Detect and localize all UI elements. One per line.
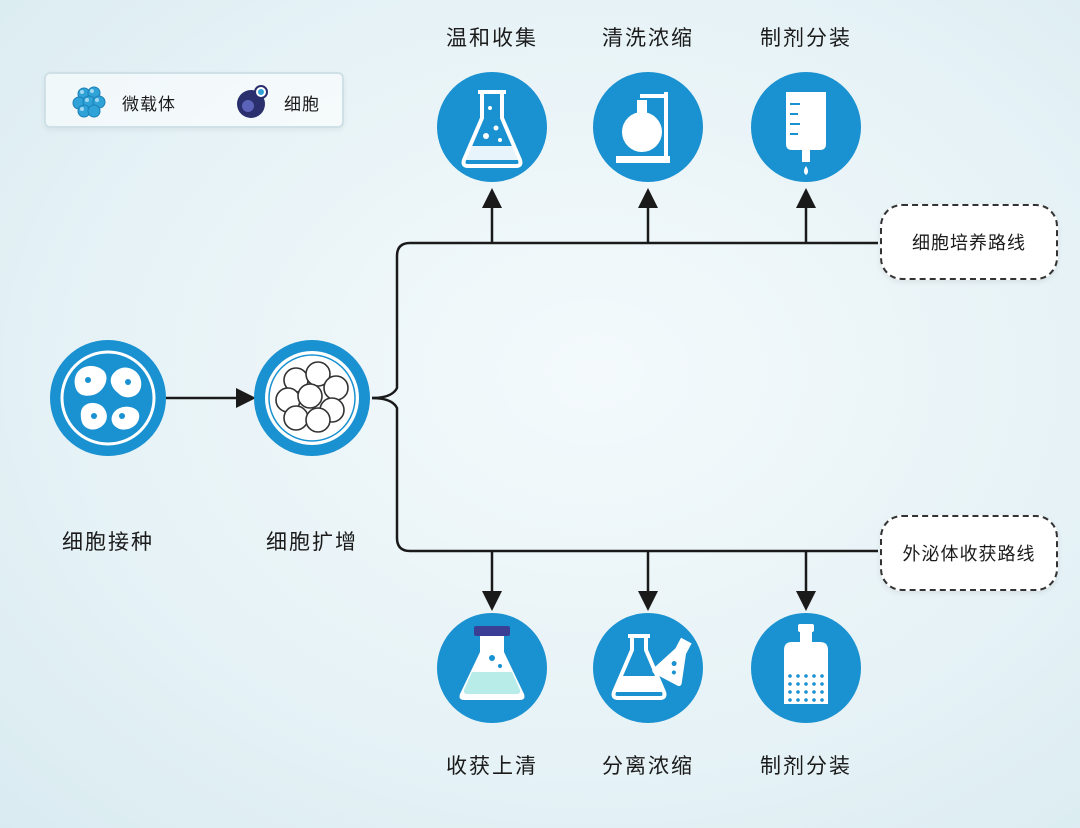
route-tag-exosome: 外泌体收获路线 (880, 515, 1058, 591)
seeding-label: 细胞接种 (62, 530, 154, 554)
expansion-label: 细胞扩增 (266, 530, 358, 554)
step-label-wash-concentrate: 清洗浓缩 (602, 26, 694, 50)
step-label-formulation-bottom: 制剂分装 (760, 754, 852, 778)
legend-item-cell: 细胞 (234, 74, 320, 130)
legend-item-microcarrier: 微载体 (70, 74, 176, 130)
cell-icon (237, 85, 268, 118)
legend-label: 微载体 (122, 94, 176, 115)
step-label-formulation-top: 制剂分装 (760, 26, 852, 50)
route-tag-label: 细胞培养路线 (912, 233, 1026, 254)
legend: 微载体 细胞 (44, 72, 344, 128)
route-tag-label: 外泌体收获路线 (902, 544, 1036, 565)
step-label-separate-concentrate: 分离浓缩 (602, 754, 694, 778)
iv-bag-icon (751, 72, 861, 182)
round-flask-stand-icon (593, 72, 703, 182)
capped-flask-icon (437, 613, 547, 723)
two-flasks-icon (593, 613, 703, 723)
exosome-route-line (371, 396, 878, 553)
microcarrier-icon (72, 86, 106, 118)
culture-dish-icon (50, 340, 166, 456)
legend-label: 细胞 (284, 94, 320, 115)
flask-icon (437, 72, 547, 182)
step-label-harvest-supernatant: 收获上清 (446, 754, 538, 778)
route-tag-cell-culture: 细胞培养路线 (880, 204, 1058, 280)
connectors (166, 188, 878, 611)
reagent-bottle-icon (751, 613, 861, 723)
cell-cluster-icon (254, 340, 370, 456)
cell-culture-route-line (371, 241, 878, 400)
step-label-gentle-harvest: 温和收集 (446, 26, 538, 50)
